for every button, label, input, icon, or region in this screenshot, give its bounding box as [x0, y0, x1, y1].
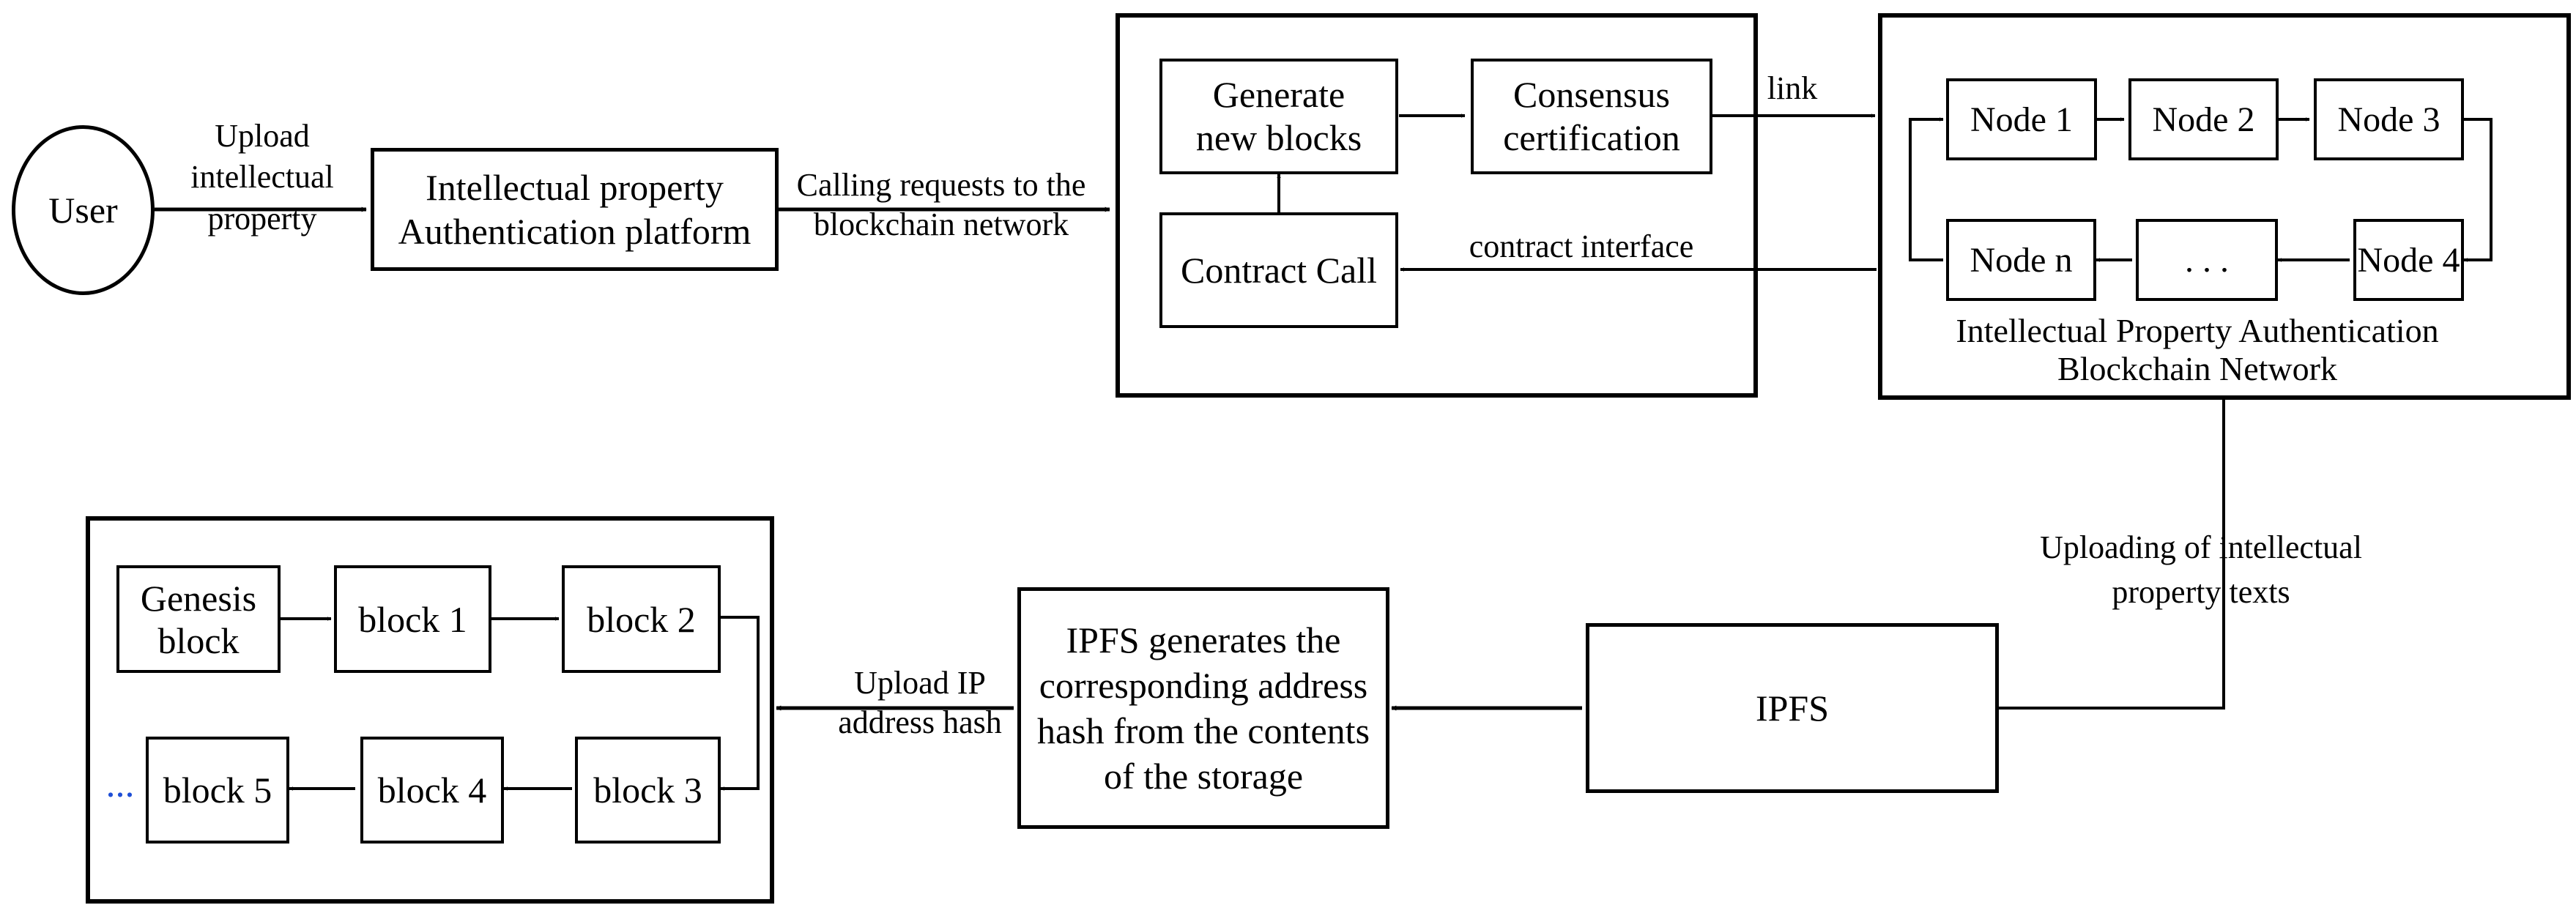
authentication-platform-box: Intellectual property Authentication pla… [371, 148, 779, 271]
contract-call-box: Contract Call [1159, 212, 1398, 328]
block-2: block 2 [562, 565, 721, 673]
uploading-texts-label: Uploading of intellectual property texts [2040, 529, 2362, 610]
block-5: block 5 [146, 737, 289, 844]
contract-interface-label: contract interface [1469, 228, 1694, 264]
generate-blocks-box: Generate new blocks [1159, 59, 1398, 174]
upload-hash-label: Upload IP address hash [838, 665, 1002, 740]
node-1: Node 1 [1946, 78, 2097, 160]
ipfs-hash-generator-box: IPFS generates the corresponding address… [1017, 587, 1389, 829]
genesis-block: Genesis block [116, 565, 281, 673]
ipfs-box: IPFS [1586, 623, 1999, 793]
arrow-block2-to-block3 [720, 616, 760, 791]
blockchain-network-panel [1878, 13, 2571, 400]
node-ellipsis: . . . [2136, 219, 2278, 301]
block-1: block 1 [334, 565, 491, 673]
network-caption: Intellectual Property Authentication Blo… [1956, 312, 2439, 387]
calling-requests-label: Calling requests to the blockchain netwo… [796, 167, 1086, 242]
block-chain-panel [86, 516, 774, 904]
link-label: link [1767, 70, 1818, 106]
node-2: Node 2 [2128, 78, 2279, 160]
consensus-certification-box: Consensus certification [1471, 59, 1712, 174]
user-node: User [12, 125, 155, 295]
block-3: block 3 [575, 737, 721, 844]
node-4: Node 4 [2353, 219, 2464, 301]
chain-ellipsis: ... [105, 764, 135, 805]
node-3: Node 3 [2314, 78, 2464, 160]
block-4: block 4 [360, 737, 504, 844]
upload-ip-label: Upload intellectual property [190, 118, 334, 237]
arrow-node3-to-node4 [2463, 118, 2493, 262]
arrow-noden-to-node1 [1909, 117, 1944, 261]
user-label: User [48, 190, 118, 231]
node-n: Node n [1946, 219, 2096, 301]
arrow-network-to-ipfs [1999, 400, 2225, 710]
contract-processing-panel [1116, 13, 1758, 398]
